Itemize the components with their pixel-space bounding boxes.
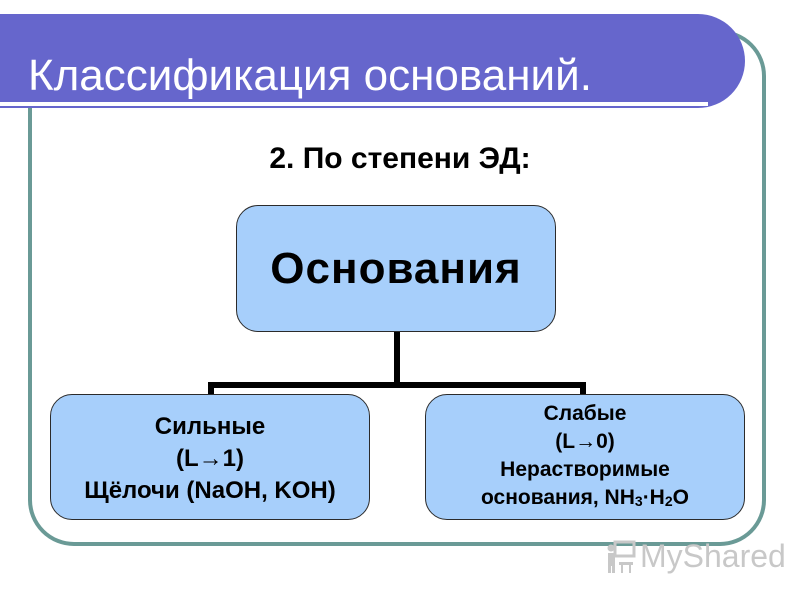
weak-bases-line-4-suffix: O (672, 485, 689, 509)
connector-left-drop (208, 382, 214, 394)
root-node-label: Основания (270, 243, 522, 293)
teacher-at-board-icon (607, 540, 636, 573)
weak-bases-line-1: Слабые (543, 401, 627, 425)
connector-horizontal (208, 382, 586, 388)
watermark: MyShared (640, 538, 786, 574)
strong-bases-node: Сильные (L→1) Щёлочи (NaOH, KOH) (50, 394, 370, 520)
weak-bases-sub-2: 2 (664, 492, 673, 509)
root-node: Основания (236, 205, 556, 332)
weak-bases-line-4-prefix: основания, NH (480, 485, 635, 509)
connector-right-drop (580, 382, 586, 394)
title-bar: Классификация оснований. (0, 14, 745, 108)
slide-title: Классификация оснований. (28, 51, 592, 100)
weak-bases-line-4: основания, NH3·H2O (481, 484, 689, 515)
strong-bases-line-3: Щёлочи (NaOH, KOH) (84, 477, 336, 504)
weak-bases-line-4-mid: ·H (642, 485, 665, 509)
title-underline (0, 102, 708, 106)
strong-bases-line-2: (L→1) (176, 445, 244, 472)
weak-bases-line-2: (L→0) (555, 429, 615, 453)
weak-bases-line-3: Нерастворимые (500, 457, 670, 481)
weak-bases-sub-3: 3 (634, 492, 643, 509)
slide-subtitle: 2. По степени ЭД: (269, 142, 531, 175)
weak-bases-node: Слабые (L→0) Нерастворимые основания, NH… (425, 394, 745, 520)
strong-bases-line-1: Сильные (154, 413, 266, 440)
connector-root-stem (394, 332, 400, 386)
